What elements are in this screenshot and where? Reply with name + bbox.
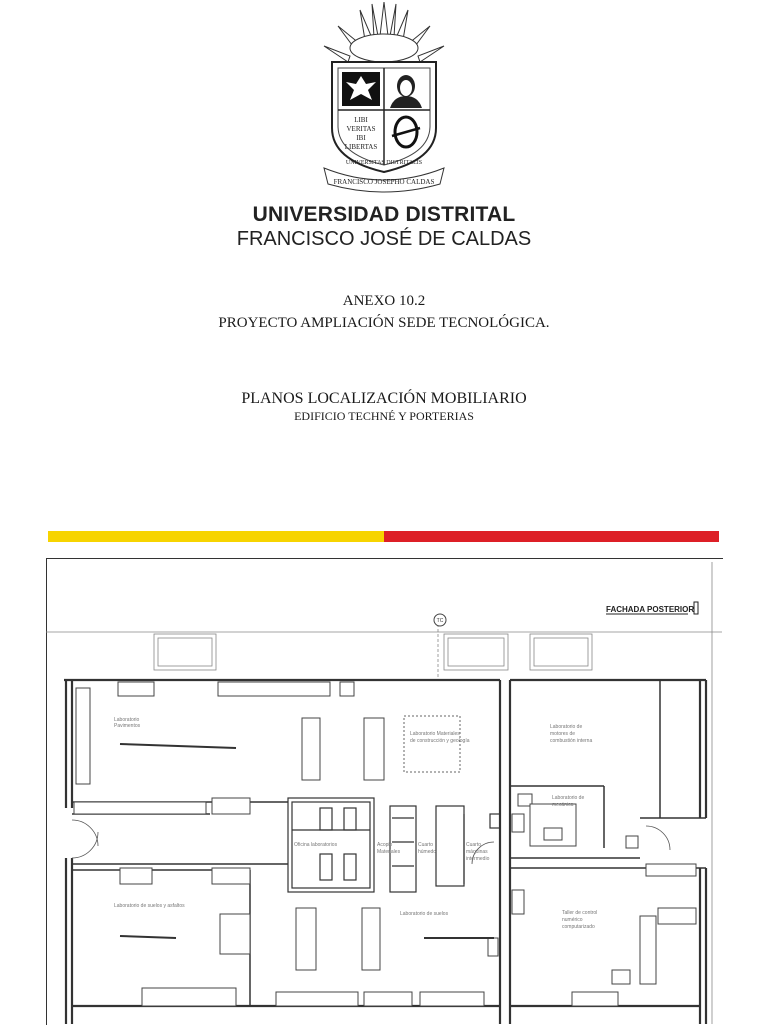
room-pavimentos-l2: Pavimentos (114, 723, 141, 729)
room-cuarto-humedo-l1: Cuarto (418, 842, 433, 848)
yellow-divider-bar (48, 531, 384, 542)
room-acopio-l2: Materiales (377, 849, 401, 855)
fachada-label: FACHADA POSTERIOR (606, 605, 694, 614)
room-cuarto-humedo-l2: húmedo (418, 849, 436, 855)
room-motores-l3: combustión interna (550, 738, 592, 744)
marker-label: TC (437, 618, 444, 624)
room-cuarto-maquinas-l1: Cuarto (466, 842, 481, 848)
red-divider-bar (384, 531, 719, 542)
room-motores-l2: motores de (550, 731, 575, 737)
university-name-line-2: FRANCISCO JOSÉ DE CALDAS (236, 228, 532, 250)
room-suelos-asfaltos: Laboratorio de suelos y asfaltos (114, 903, 185, 909)
building-subtitle: EDIFICIO TECHNÉ Y PORTERIAS (294, 409, 474, 423)
motto-line-3: IBI (356, 134, 366, 142)
room-materiales-l2: de construcción y geología (410, 738, 470, 744)
room-materiales-l1: Laboratorio Materiales (410, 731, 460, 737)
room-pavimentos-l1: Laboratorio (114, 717, 140, 723)
room-taller-l2: numérico (562, 917, 583, 923)
motto-line-2: VERITAS (347, 125, 376, 133)
room-taller-l3: computarizado (562, 924, 595, 930)
room-cuarto-maquinas-l3: intermedio (466, 856, 490, 862)
crest-ribbon-text: FRANCISCO JOSEPHO CALDAS (334, 178, 435, 186)
project-title: PROYECTO AMPLIACIÓN SEDE TECNOLÓGICA. (218, 315, 550, 331)
room-taller-l1: Taller de control (562, 910, 597, 916)
room-cuarto-maquinas-l2: máquinas (466, 849, 488, 855)
room-motores-l1: Laboratorio de (550, 724, 582, 730)
room-acopio-l1: Acopio (377, 842, 393, 848)
motto-line-1: LIBI (354, 116, 368, 124)
university-name-line-1: UNIVERSIDAD DISTRITAL (252, 203, 516, 226)
room-mecanica-l1: Laboratorio de (552, 795, 584, 801)
plans-title: PLANOS LOCALIZACIÓN MOBILIARIO (241, 390, 527, 407)
crest-ring-text: UNIVERSITAS DISTRITALIS (346, 160, 422, 166)
room-suelos: Laboratorio de suelos (400, 911, 449, 917)
room-mecanica-l2: mecánica (552, 802, 574, 808)
room-oficina: Oficina laboratorios (294, 842, 338, 848)
floor-plan-drawing: FACHADA POSTERIOR TC (46, 562, 722, 1024)
motto-line-4: LIBERTAS (345, 143, 378, 151)
plan-frame (46, 558, 723, 1025)
university-crest-logo: LIBI VERITAS IBI LIBERTAS FRANCISCO JOSE… (323, 1, 445, 193)
annex-number: ANEXO 10.2 (342, 293, 426, 309)
